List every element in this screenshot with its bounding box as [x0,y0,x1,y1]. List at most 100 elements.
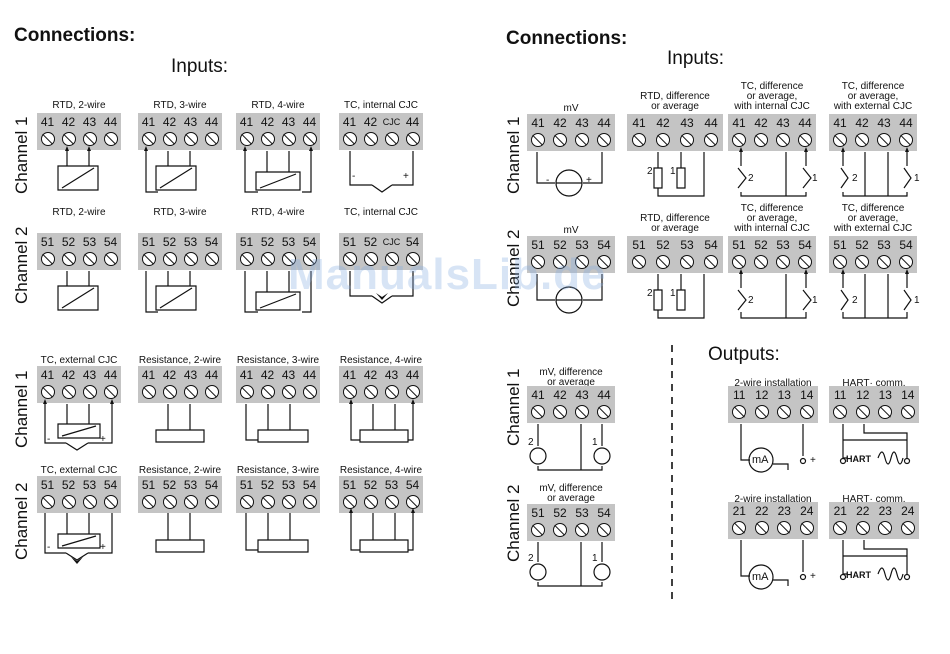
plus-sign: + [403,171,409,182]
terminal-screw [680,255,694,269]
left-inputs-heading: Inputs: [171,56,229,77]
label-1: 1 [592,437,598,448]
terminal-number: CJC [382,237,401,247]
terminal-number: 51 [342,478,357,492]
terminal-screw [732,521,747,535]
plus-sign: + [810,455,816,466]
terminal-number: 44 [405,368,420,382]
label-2: 2 [852,295,858,306]
terminal-number: 52 [656,238,670,252]
terminal-screw [239,252,254,266]
terminal-number: 41 [632,116,646,130]
terminal-number: 53 [680,238,694,252]
terminal-screw [704,133,718,147]
terminal-number: 42 [162,368,177,382]
terminal-screw [384,132,399,146]
terminal-screw [575,405,589,419]
terminal-number: 52 [855,238,869,252]
terminal-screw [632,255,646,269]
terminal-screw [281,495,296,509]
terminal-screw [405,385,420,399]
terminal-number: 53 [82,478,97,492]
terminal-screw [82,385,97,399]
block-label: mV [563,103,579,114]
terminal-number: 41 [342,368,357,382]
label-1: 1 [670,288,676,299]
terminal-screw [531,523,545,537]
block-label: TC, external CJC [40,465,118,476]
terminal-number: 44 [204,368,219,382]
terminal-screw [704,255,718,269]
terminal-screw [363,252,378,266]
terminal-number: 51 [40,478,55,492]
terminal-number: 12 [755,388,769,402]
terminal-number: 53 [281,235,296,249]
block-label: RTD, 4-wire [251,100,305,111]
block-label: Resistance, 2-wire [138,355,222,366]
terminal-number: 53 [575,506,589,520]
terminal-number: 51 [833,238,847,252]
terminal-screw [40,252,55,266]
label-1: 1 [670,166,676,177]
terminal-screw [656,255,670,269]
block-label: RTD, difference or average [640,91,710,112]
terminal-screw [302,132,317,146]
terminal-number: 54 [405,478,420,492]
terminal-screw [877,255,891,269]
terminal-screw [260,385,275,399]
minus-sign: - [47,434,51,445]
terminal-number: 41 [531,388,545,402]
terminal-screw [103,495,118,509]
terminal-screw [141,495,156,509]
block-label: RTD, 3-wire [153,207,207,218]
terminal-screw [405,252,420,266]
terminal-screw [405,495,420,509]
terminal-screw [405,132,420,146]
terminal-screw [531,133,545,147]
terminal-number: 44 [798,116,812,130]
terminal-number: 42 [553,116,567,130]
plus-sign: + [100,542,106,553]
terminal-number: 51 [531,506,545,520]
terminal-screw [597,133,611,147]
terminal-screw [302,495,317,509]
terminal-number: 24 [901,504,915,518]
terminal-screw [239,132,254,146]
terminal-number: 43 [776,116,790,130]
terminal-screw [183,252,198,266]
terminal-number: 12 [856,388,870,402]
terminal-number: 44 [302,368,317,382]
ma-meter-label: mA [752,454,769,466]
label-1: 1 [914,295,920,306]
terminal-number: 41 [141,368,156,382]
terminal-number: 43 [281,115,296,129]
terminal-number: 52 [260,235,275,249]
block-label: TC, internal CJC [344,100,418,111]
terminal-number: 54 [798,238,812,252]
terminal-number: 54 [103,235,118,249]
block-label: Resistance, 4-wire [339,355,423,366]
plus-sign: + [586,175,592,186]
terminal-screw [855,405,870,419]
terminal-number: 23 [878,504,892,518]
terminal-screw [40,132,55,146]
terminal-screw [281,132,296,146]
terminal-number: 44 [597,388,611,402]
terminal-screw [162,252,177,266]
terminal-screw [878,521,893,535]
terminal-number: 51 [141,235,156,249]
terminal-screw [239,495,254,509]
terminal-screw [597,255,611,269]
terminal-screw [575,255,589,269]
